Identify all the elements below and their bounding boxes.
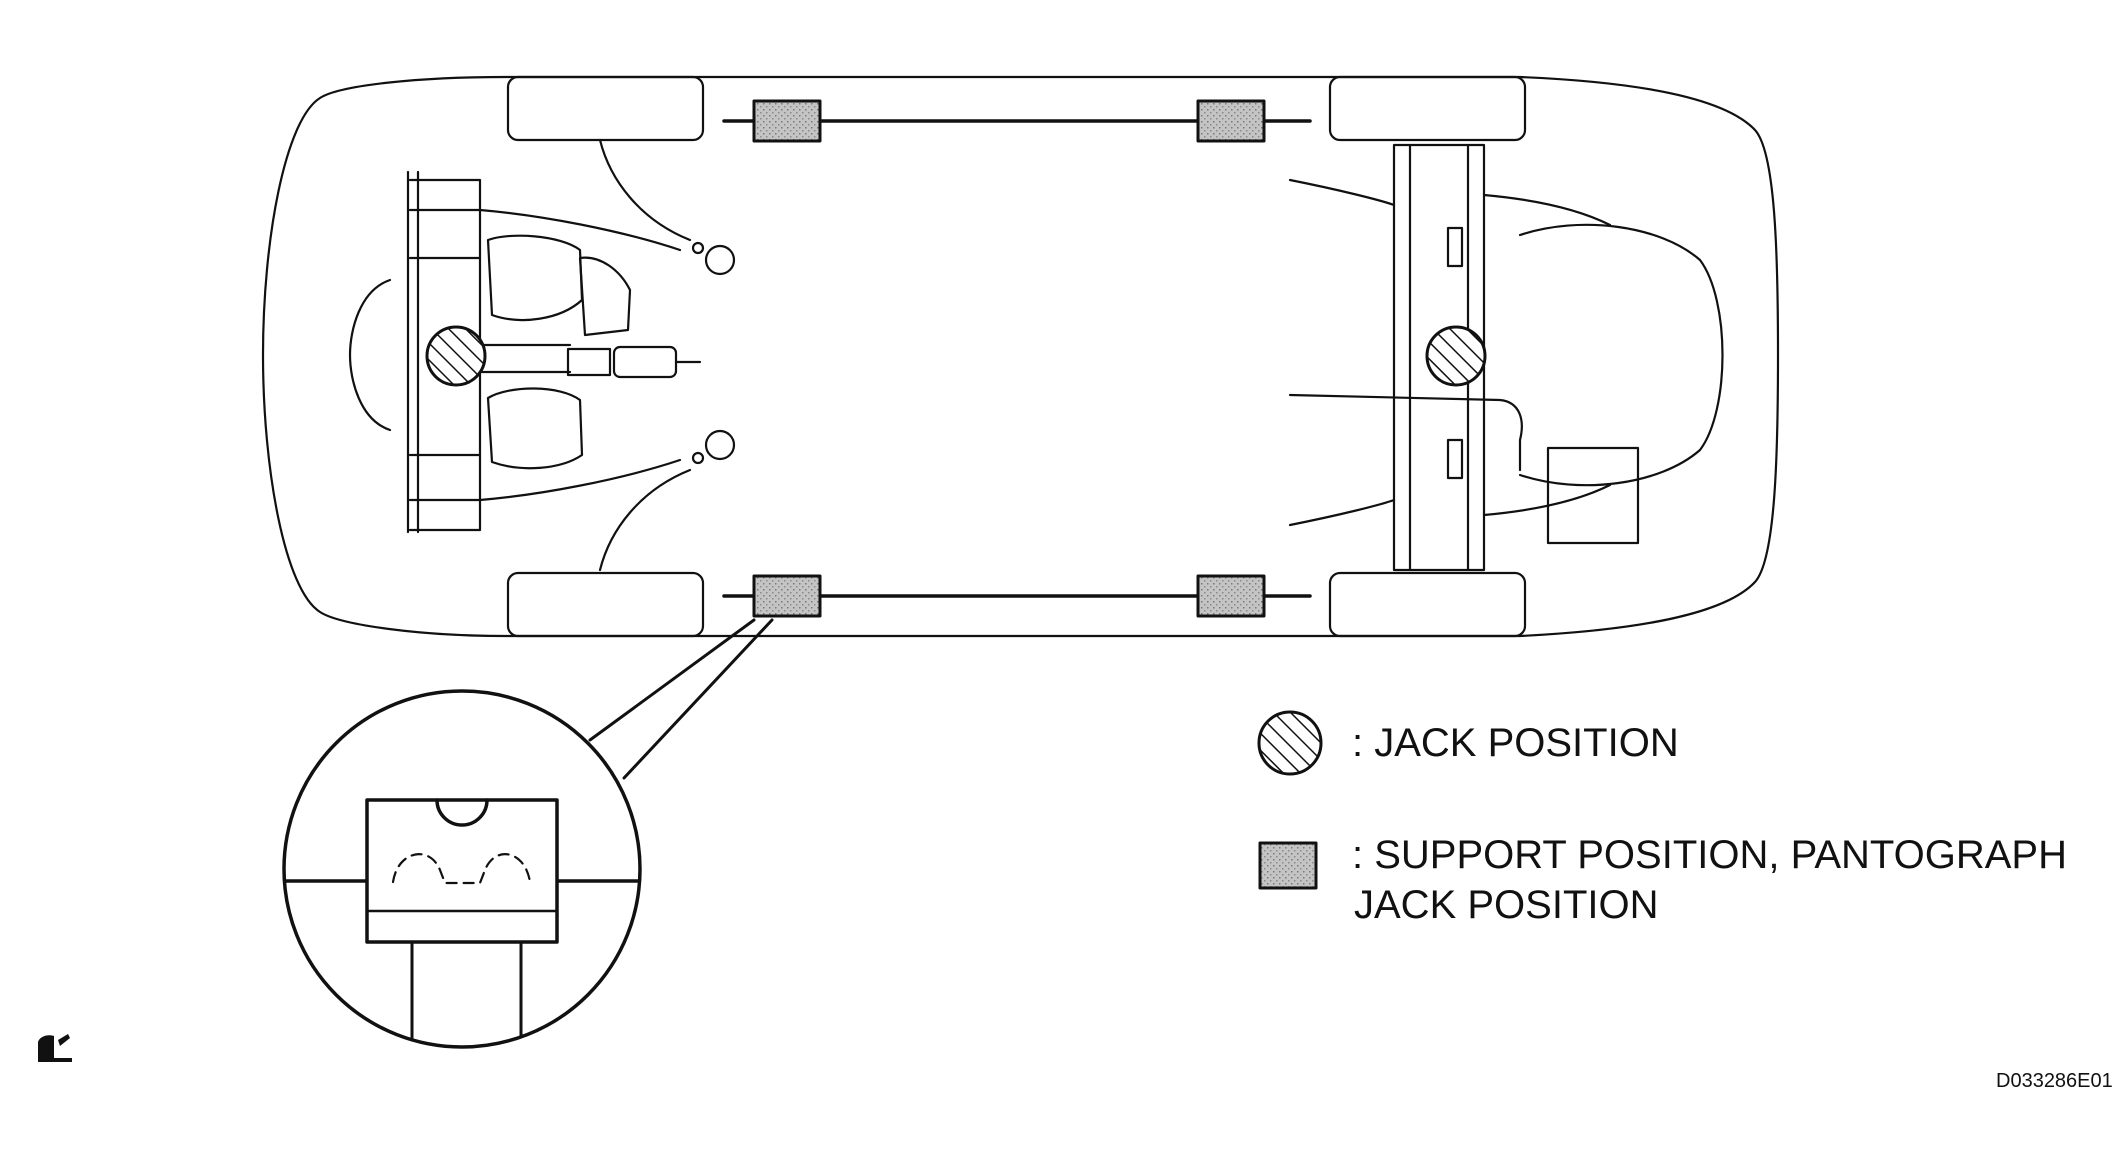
jack-position-rear xyxy=(1425,325,1487,387)
rear-trailing-arm-lower xyxy=(1288,483,1612,527)
ball-joint-lower xyxy=(691,451,705,465)
wheel-front-right xyxy=(506,571,705,638)
catalytic-converter xyxy=(612,345,678,379)
rear-muffler xyxy=(1546,446,1640,545)
oil-pan-lower xyxy=(486,387,584,470)
front-lower-arm-lower xyxy=(478,458,692,572)
legend-support-marker xyxy=(1258,841,1318,890)
detail-callout-leader xyxy=(588,618,774,780)
front-lower-arm-upper xyxy=(478,138,692,252)
support-position-rear-left xyxy=(1196,99,1266,143)
legend-jack-label: : JACK POSITION xyxy=(1352,721,1679,765)
support-position-front-right xyxy=(752,574,822,618)
exhaust-pipe-front-section xyxy=(566,347,612,377)
wheel-front-left xyxy=(506,75,705,142)
vehicle-body-outline xyxy=(261,75,1780,638)
ball-joint-upper xyxy=(691,241,705,255)
rear-fuel-tank-outline xyxy=(1518,223,1724,487)
legend-support-label-line2: JACK POSITION xyxy=(1354,883,1659,927)
detail-notch xyxy=(435,798,489,827)
strut-mount-lower xyxy=(704,429,736,461)
front-crossmember xyxy=(406,170,420,534)
rear-exhaust-pipe xyxy=(1288,393,1523,472)
rear-bracket-upper xyxy=(1446,226,1464,268)
figure-code: D033286E01 xyxy=(1996,1070,2113,1092)
rear-bracket-lower xyxy=(1446,438,1464,480)
front-driveshaft xyxy=(480,343,572,374)
transmission-body xyxy=(578,256,632,337)
strut-mount-upper xyxy=(704,244,736,276)
oil-pan-upper xyxy=(486,234,584,322)
legend-support-label-line1: : SUPPORT POSITION, PANTOGRAPH xyxy=(1352,833,2067,877)
detail-dashed-contour xyxy=(391,853,532,885)
wheel-rear-right xyxy=(1328,571,1527,638)
book-icon xyxy=(38,1034,72,1062)
legend-jack-marker xyxy=(1257,710,1323,776)
support-position-front-left xyxy=(752,99,822,143)
front-bumper-reinforcement xyxy=(348,278,392,432)
detail-support-block xyxy=(365,798,559,944)
jack-position-front xyxy=(425,325,487,387)
wheel-rear-left xyxy=(1328,75,1527,142)
support-position-rear-right xyxy=(1196,574,1266,618)
rear-trailing-arm-upper xyxy=(1288,178,1612,227)
